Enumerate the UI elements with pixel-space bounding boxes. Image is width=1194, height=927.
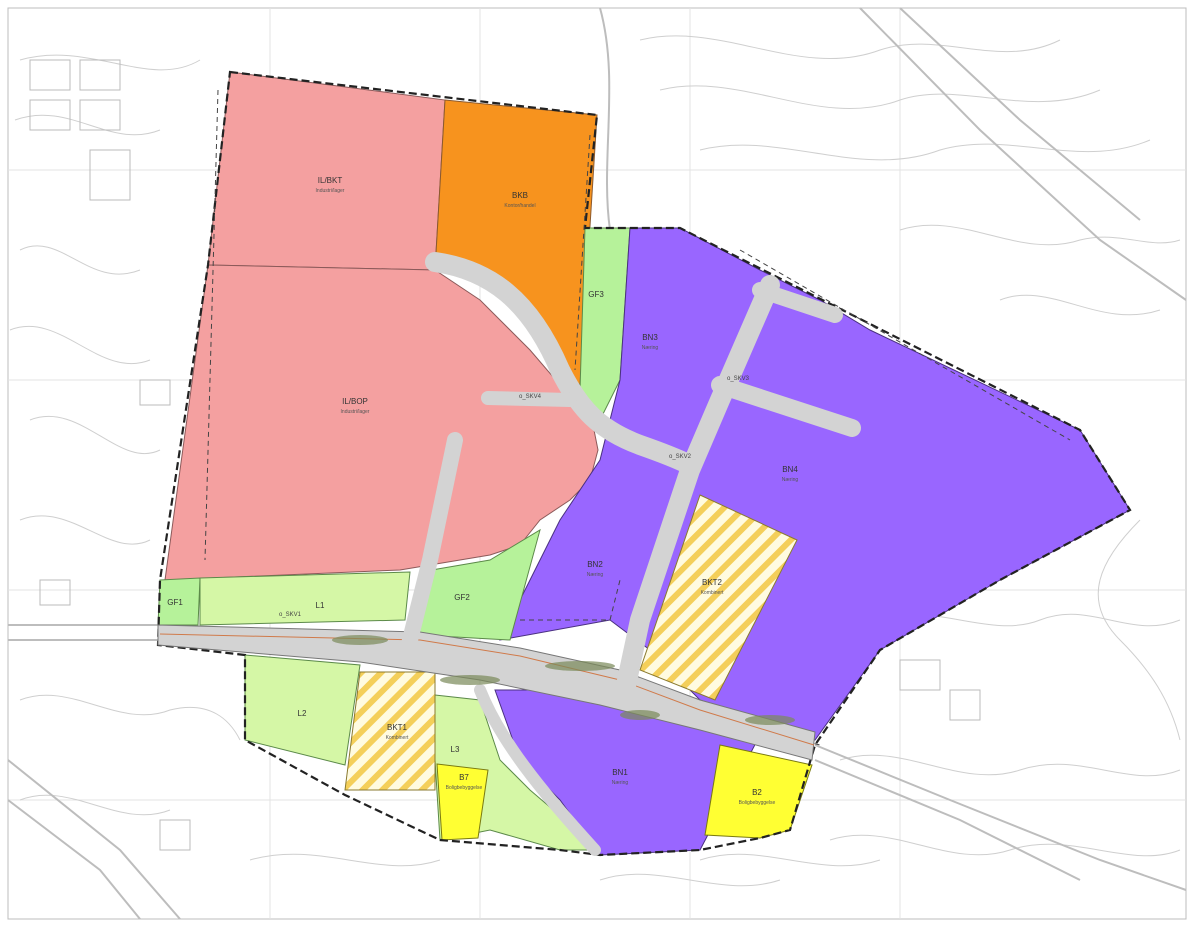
label-industrial-north: IL/BKT — [318, 176, 343, 185]
zone-industrial-main[interactable] — [164, 264, 599, 581]
label-road-west: o_SKV4 — [519, 394, 542, 400]
sublabel-business-s: Næring — [612, 780, 629, 786]
label-hatch-east: BKT2 — [702, 578, 723, 587]
label-housing-b2: B2 — [752, 788, 762, 797]
road-main[interactable] — [157, 624, 816, 761]
label-road-main: o_SKV1 — [279, 612, 302, 618]
label-green-gf2: GF2 — [454, 593, 470, 602]
label-business-m: BN2 — [587, 560, 603, 569]
label-green-l3: L3 — [451, 745, 460, 754]
road-industrial-spine[interactable] — [397, 432, 463, 668]
sublabel-hatch-west: Kombinert — [386, 735, 409, 741]
zone-green-l1[interactable] — [199, 571, 411, 626]
road-branch-ne[interactable] — [752, 282, 843, 323]
label-business-e: BN4 — [782, 465, 798, 474]
label-green-gf1: GF1 — [167, 598, 183, 607]
label-green-gf3: GF3 — [588, 290, 604, 299]
sublabel-business-m: Næring — [587, 572, 604, 578]
sublabel-business-n: Næring — [642, 345, 659, 351]
zone-hatch-east[interactable] — [639, 494, 798, 701]
label-commercial-north: BKB — [512, 191, 528, 200]
sublabel-housing-bf: Boligbebyggelse — [446, 785, 483, 791]
zone-hatch-west[interactable] — [344, 671, 436, 791]
sublabel-business-e: Næring — [782, 477, 799, 483]
label-industrial-main: IL/BOP — [342, 397, 368, 406]
roadside-vegetation — [332, 635, 795, 725]
label-green-l1: L1 — [316, 601, 325, 610]
background-roads — [7, 7, 1187, 920]
label-road-branch: o_SKV3 — [727, 376, 750, 382]
label-business-n: BN3 — [642, 333, 658, 342]
sublabel-commercial-north: Kontor/handel — [504, 203, 535, 209]
zone-housing-bf[interactable] — [436, 763, 489, 841]
plan-boundary — [156, 70, 1132, 857]
road-south-link[interactable] — [474, 684, 601, 856]
sublabel-housing-b2: Boligbebyggelse — [739, 800, 776, 806]
label-road-north: o_SKV2 — [669, 454, 692, 460]
sublabel-hatch-east: Kombinert — [701, 590, 724, 596]
label-business-s: BN1 — [612, 768, 628, 777]
zone-business-north[interactable] — [499, 227, 1131, 741]
sublabel-industrial-main: Industri/lager — [341, 409, 370, 415]
road-branch-w[interactable] — [481, 391, 577, 407]
label-housing-bf: B7 — [459, 773, 469, 782]
label-hatch-west: BKT1 — [387, 723, 408, 732]
background-buildings — [29, 59, 981, 851]
sublabel-industrial-north: Industri/lager — [316, 188, 345, 194]
label-green-l2: L2 — [298, 709, 307, 718]
zone-industrial-north[interactable] — [207, 71, 446, 271]
road-branch-e[interactable] — [711, 376, 861, 437]
